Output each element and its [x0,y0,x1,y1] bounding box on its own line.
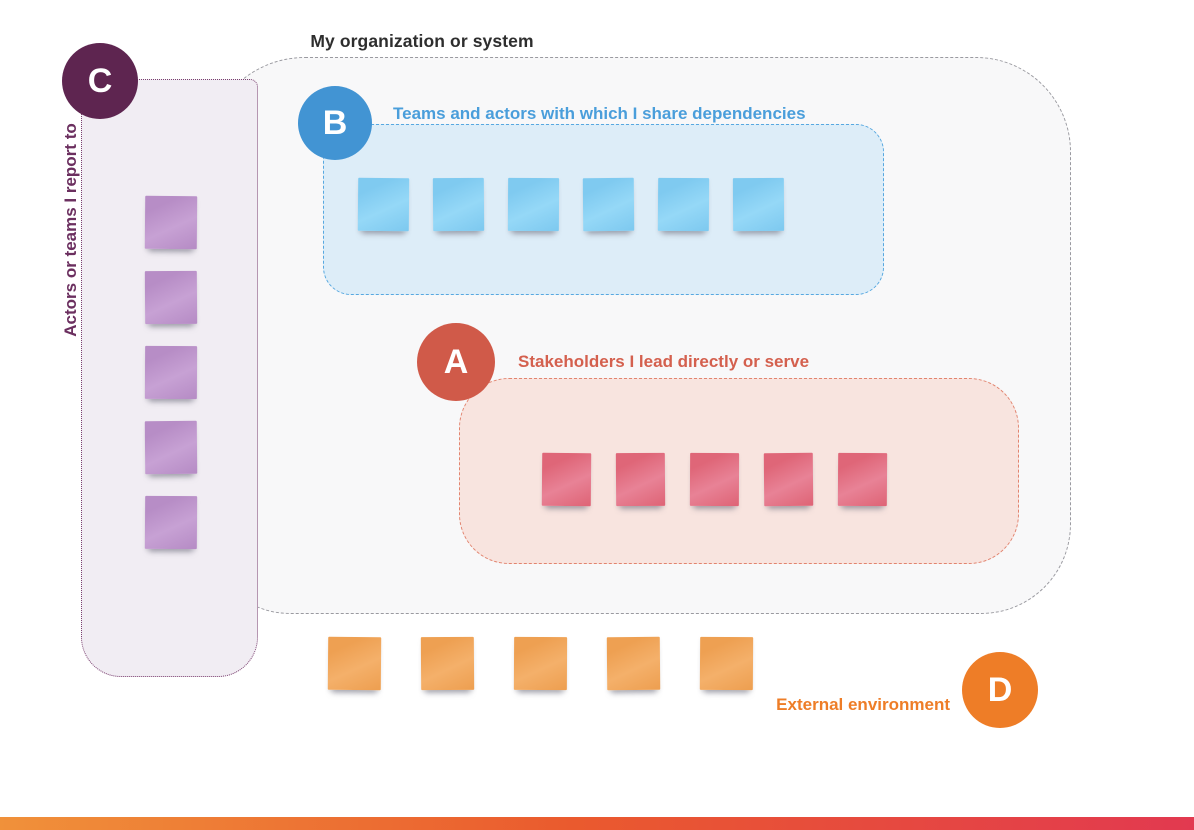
badge-c-letter: C [87,61,113,100]
sticky-note[interactable] [606,636,661,691]
sticky-group-shared-dependencies [357,177,785,232]
label-shared-dependencies: Teams and actors with which I share depe… [393,104,806,123]
label-report-to: Actors or teams I report to [61,123,80,337]
sticky-group-external [327,636,754,691]
sticky-group-stakeholders [541,452,888,507]
badge-c: C [62,43,138,119]
sticky-note[interactable] [144,270,198,325]
sticky-note[interactable] [732,177,785,232]
label-stakeholders: Stakeholders I lead directly or serve [518,352,810,371]
sticky-note[interactable] [657,177,710,232]
sticky-note[interactable] [763,452,814,507]
sticky-note[interactable] [144,345,198,400]
badge-d: D [962,652,1038,728]
badge-a: A [417,323,495,401]
sticky-note[interactable] [513,636,568,691]
sticky-note[interactable] [357,177,410,232]
footer-gradient-bar [0,817,1194,830]
organization-title: My organization or system [310,31,534,51]
badge-b-letter: B [322,103,348,142]
sticky-note[interactable] [837,452,888,507]
badge-b: B [298,86,372,160]
sticky-note[interactable] [615,452,666,507]
badge-d-letter: D [987,670,1013,709]
sticky-group-report-to [144,195,198,550]
sticky-note[interactable] [144,495,198,550]
sticky-note[interactable] [507,177,560,232]
sticky-note[interactable] [432,177,485,232]
sticky-note[interactable] [582,177,635,232]
badge-a-letter: A [443,342,469,381]
sticky-note[interactable] [144,420,198,475]
sticky-note[interactable] [541,452,592,507]
label-external-environment: External environment [776,695,950,714]
sticky-note[interactable] [420,636,475,691]
sticky-note[interactable] [689,452,740,507]
sticky-note[interactable] [327,636,382,691]
sticky-note[interactable] [144,195,198,250]
sticky-note[interactable] [699,636,754,691]
